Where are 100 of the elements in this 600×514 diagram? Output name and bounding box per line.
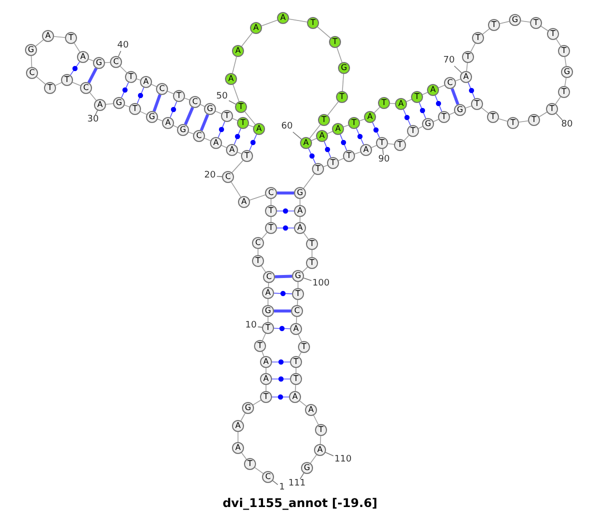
base-pair-line bbox=[324, 141, 332, 158]
base-pair-line bbox=[372, 122, 380, 138]
backbone-line bbox=[327, 101, 339, 116]
base-pair-line bbox=[274, 292, 292, 294]
backbone-line bbox=[390, 102, 396, 104]
position-number: 80 bbox=[561, 120, 573, 130]
base-pair-line bbox=[274, 310, 291, 312]
base-pair-line bbox=[272, 396, 290, 398]
backbone-line bbox=[254, 467, 264, 474]
leader-line bbox=[556, 112, 563, 120]
backbone-line bbox=[35, 39, 44, 47]
backbone-line bbox=[338, 158, 344, 161]
backbone-line bbox=[30, 56, 32, 68]
backbone-line bbox=[518, 120, 528, 123]
leader-line bbox=[382, 148, 384, 156]
backbone-line bbox=[232, 160, 244, 173]
backbone-line bbox=[470, 42, 476, 52]
backbone-line bbox=[449, 112, 455, 115]
leader-line bbox=[216, 176, 222, 178]
leader-line bbox=[94, 110, 98, 116]
leader-line bbox=[228, 100, 236, 105]
backbone-line bbox=[564, 56, 567, 66]
diagram-title: dvi_1155_annot [-19.6] bbox=[222, 497, 378, 509]
base-pair-line bbox=[418, 102, 426, 119]
backbone-line bbox=[327, 131, 333, 134]
backbone-line bbox=[232, 118, 238, 121]
position-number: 90 bbox=[378, 156, 390, 164]
leader-line bbox=[300, 472, 304, 480]
position-number: 50 bbox=[216, 92, 228, 102]
backbone-line bbox=[74, 42, 80, 52]
backbone-line bbox=[499, 21, 510, 24]
backbone-line bbox=[241, 32, 253, 47]
leader-line bbox=[292, 132, 302, 140]
backbone-line bbox=[342, 74, 344, 92]
base-pair-line bbox=[277, 192, 294, 194]
backbone-line bbox=[303, 232, 309, 240]
backbone-line bbox=[241, 452, 247, 460]
position-number: 110 bbox=[334, 456, 352, 464]
backbone-line bbox=[299, 400, 307, 407]
backbone-line bbox=[422, 92, 428, 95]
base-pair-line bbox=[121, 82, 129, 98]
backbone-line bbox=[268, 282, 270, 288]
backbone-line bbox=[317, 26, 331, 38]
base-pair-line bbox=[234, 128, 242, 145]
base-pair-line bbox=[356, 128, 364, 145]
backbone-line bbox=[418, 126, 423, 129]
backbone-line bbox=[104, 62, 110, 64]
backbone-line bbox=[270, 216, 272, 222]
base-pair-line bbox=[274, 328, 290, 330]
position-number: 1 bbox=[279, 484, 285, 492]
backbone-line bbox=[481, 107, 489, 114]
base-pair-line bbox=[249, 134, 257, 151]
backbone-line bbox=[336, 47, 342, 63]
position-number: 70 bbox=[443, 56, 455, 66]
base-pair-line bbox=[403, 109, 411, 126]
backbone-line bbox=[89, 92, 97, 101]
position-number: 100 bbox=[312, 280, 330, 288]
backbone-line bbox=[298, 352, 302, 358]
backbone-line bbox=[167, 90, 174, 94]
backbone-line bbox=[294, 384, 296, 392]
base-pair-line bbox=[170, 101, 178, 118]
backbone-line bbox=[120, 66, 128, 74]
backbone-line bbox=[296, 300, 298, 306]
backbone-line bbox=[374, 106, 380, 114]
backbone-line bbox=[204, 138, 211, 142]
backbone-line bbox=[200, 104, 205, 107]
base-pair-line bbox=[340, 134, 348, 151]
leader-line bbox=[454, 66, 462, 74]
backbone-line bbox=[140, 111, 147, 115]
leader-line bbox=[303, 278, 312, 282]
position-number: 111 bbox=[288, 480, 306, 488]
backbone-line bbox=[215, 110, 222, 114]
base-pair-line bbox=[184, 106, 194, 126]
backbone-line bbox=[564, 78, 566, 86]
backbone-line bbox=[261, 20, 278, 26]
base-pair-line bbox=[87, 68, 98, 84]
backbone-line bbox=[310, 454, 317, 464]
position-number: 10 bbox=[245, 322, 257, 330]
backbone-line bbox=[36, 76, 46, 85]
position-number: 20 bbox=[204, 172, 216, 180]
backbone-line bbox=[244, 111, 256, 125]
backbone-line bbox=[261, 266, 266, 272]
backbone-line bbox=[404, 135, 410, 141]
backbone-line bbox=[388, 143, 394, 145]
leader-line bbox=[258, 326, 262, 328]
backbone-line bbox=[240, 412, 246, 422]
backbone-line bbox=[230, 182, 242, 198]
backbone-line bbox=[371, 145, 377, 148]
base-pair-line bbox=[152, 94, 162, 112]
backbone-line bbox=[520, 20, 530, 23]
backbone-line bbox=[72, 82, 81, 86]
position-number: 30 bbox=[87, 116, 99, 124]
backbone-line bbox=[556, 38, 562, 46]
backbone-line bbox=[303, 173, 315, 189]
backbone-line bbox=[232, 84, 240, 102]
base-pair-line bbox=[200, 114, 210, 132]
backbone-line bbox=[302, 266, 308, 272]
backbone-line bbox=[151, 84, 157, 87]
base-pair-line bbox=[136, 87, 144, 104]
backbone-line bbox=[173, 125, 178, 128]
